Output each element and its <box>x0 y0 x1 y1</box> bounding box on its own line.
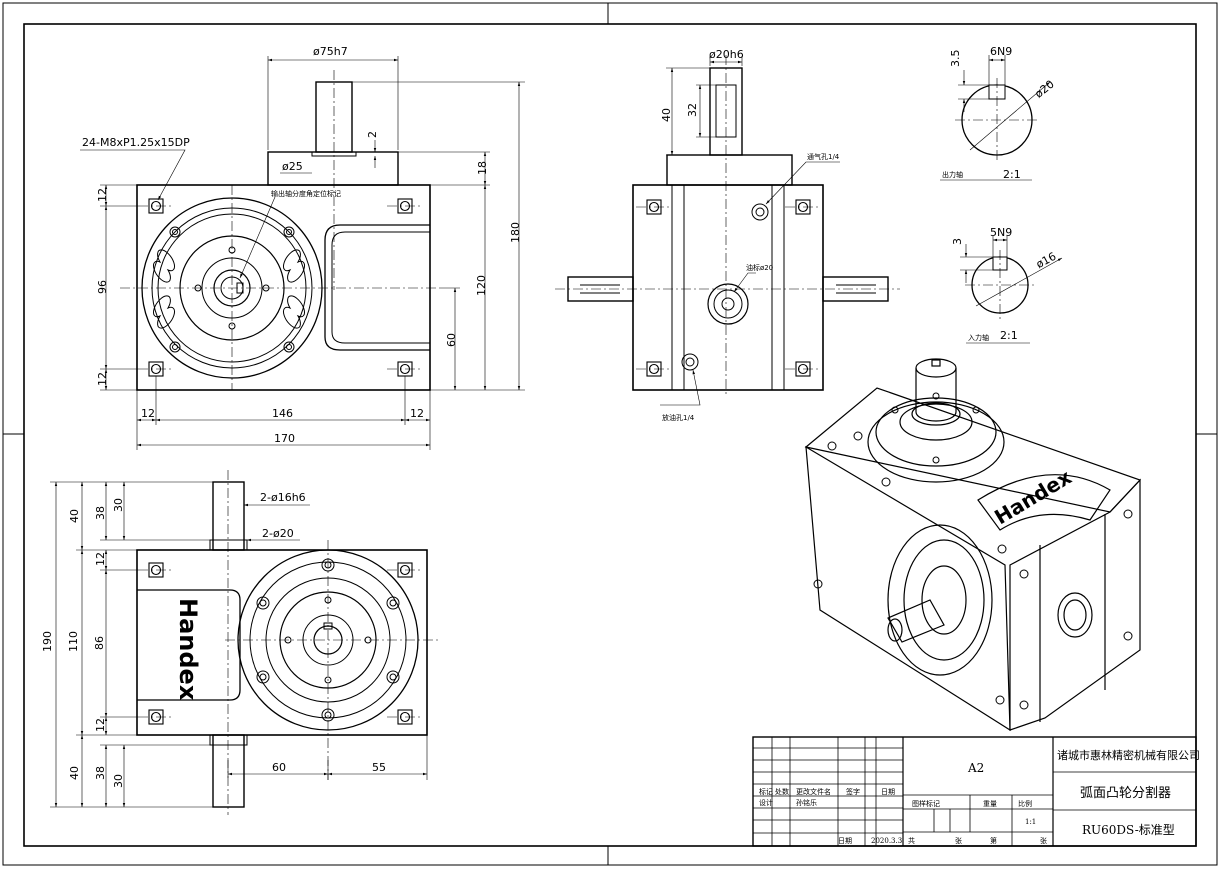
part-name: 弧面凸轮分割器 <box>1080 785 1171 801</box>
dim-height-120: 120 <box>475 275 488 296</box>
output-shaft-diameter: ø20 <box>1032 78 1056 101</box>
rev-header-count: 处数 <box>775 787 789 796</box>
dim-vertical-96: 96 <box>96 280 109 294</box>
dim-step: 2 <box>366 131 379 138</box>
dim-vertical-12b: 12 <box>96 372 109 386</box>
indexing-mark-note: 输出轴分度角定位标记 <box>271 189 341 198</box>
input-detail-scale: 2:1 <box>1000 329 1018 342</box>
dim-60: 60 <box>272 761 286 774</box>
dim-190: 190 <box>41 631 54 652</box>
dim-12-top: 12 <box>94 552 107 566</box>
output-detail-scale: 2:1 <box>1003 168 1021 181</box>
output-shaft-label: 出力轴 <box>942 170 963 179</box>
dim-height-60: 60 <box>445 333 458 347</box>
input-key-width: 5N9 <box>990 226 1012 239</box>
title-block <box>752 736 1197 847</box>
dim-38-top: 38 <box>94 506 107 520</box>
side-view-labels: ø20h6 40 32 通气孔1/4 油标ø20 放油孔1/4 <box>660 48 840 422</box>
dim-55: 55 <box>372 761 386 774</box>
brand-logo-bottom: Handex <box>174 598 202 701</box>
dim-30-top: 30 <box>112 498 125 512</box>
model-number: RU60DS-标准型 <box>1082 823 1175 837</box>
isometric-labels: Handex <box>990 465 1076 530</box>
dim-40-bottom: 40 <box>68 766 81 780</box>
rev-header-sign: 签字 <box>846 787 860 796</box>
input-shaft-diameter: ø16 <box>1034 250 1058 271</box>
drain-label: 放油孔1/4 <box>662 413 695 422</box>
date-label: 日期 <box>838 837 852 845</box>
dim-height-18: 18 <box>476 161 489 175</box>
weight-label: 重量 <box>983 800 997 808</box>
dim-40-top: 40 <box>68 509 81 523</box>
scale-value: 1:1 <box>1025 818 1036 826</box>
hub-callout: 2-ø20 <box>262 527 294 540</box>
front-view-labels: ø75h7 24-M8xP1.25x15DP 2 ø25 18 180 120 … <box>82 45 522 445</box>
isometric-view <box>804 358 1142 732</box>
title-block-text: A2 诸城市惠林精密机械有限公司 弧面凸轮分割器 RU60DS-标准型 标记 处… <box>759 748 1200 845</box>
dim-12-bottom: 12 <box>94 718 107 732</box>
bottom-view <box>50 470 440 815</box>
designer-name: 孙铭乐 <box>796 798 817 807</box>
input-shaft-label: 入力轴 <box>968 333 989 342</box>
output-key-width: 6N9 <box>990 45 1012 58</box>
scale-label: 比例 <box>1018 799 1032 808</box>
rev-header-date: 日期 <box>881 788 895 796</box>
shaft-callout: 2-ø16h6 <box>260 491 306 504</box>
stage-label: 图样标记 <box>912 799 940 808</box>
front-view <box>80 56 525 450</box>
dim-top-diameter: ø75h7 <box>313 45 348 58</box>
input-key-depth: 3 <box>951 238 964 245</box>
date-value: 2020.3.3 <box>871 837 902 845</box>
dim-vertical-12a: 12 <box>96 188 109 202</box>
side-view <box>555 55 900 406</box>
dim-110: 110 <box>67 631 80 652</box>
hole-callout: 24-M8xP1.25x15DP <box>82 136 190 149</box>
dim-shaft-40: 40 <box>660 108 673 122</box>
vent-label: 通气孔1/4 <box>807 152 840 161</box>
dim-width-12a: 12 <box>141 407 155 420</box>
dim-width-170: 170 <box>274 432 295 445</box>
designer-label: 设计 <box>759 798 773 807</box>
sheet-size: A2 <box>967 761 984 775</box>
dim-height-180: 180 <box>509 222 522 243</box>
total-label: 共 <box>908 836 915 845</box>
company-name: 诸城市惠林精密机械有限公司 <box>1057 748 1200 762</box>
rev-header-mark: 标记 <box>759 787 773 796</box>
brand-logo-iso: Handex <box>990 465 1076 530</box>
bottom-view-labels: 40 38 30 2-ø16h6 2-ø20 190 110 86 12 12 … <box>41 491 386 788</box>
page-sheets-label: 张 <box>1040 836 1047 845</box>
dim-width-146: 146 <box>272 407 293 420</box>
dim-shaft-diameter: ø20h6 <box>709 48 744 61</box>
dim-shaft-32: 32 <box>686 103 699 117</box>
dim-pilot-diameter: ø25 <box>282 160 303 173</box>
output-key-depth: 3.5 <box>949 50 962 68</box>
dim-width-12b: 12 <box>410 407 424 420</box>
dim-38-bottom: 38 <box>94 766 107 780</box>
rev-header-file: 更改文件名 <box>796 787 831 796</box>
dim-86: 86 <box>93 636 106 650</box>
keyway-details <box>940 55 1063 344</box>
page-label: 第 <box>990 836 997 845</box>
sheets-label: 张 <box>955 836 962 845</box>
oil-gauge-label: 油标ø20 <box>746 263 773 272</box>
dim-30-bottom: 30 <box>112 774 125 788</box>
